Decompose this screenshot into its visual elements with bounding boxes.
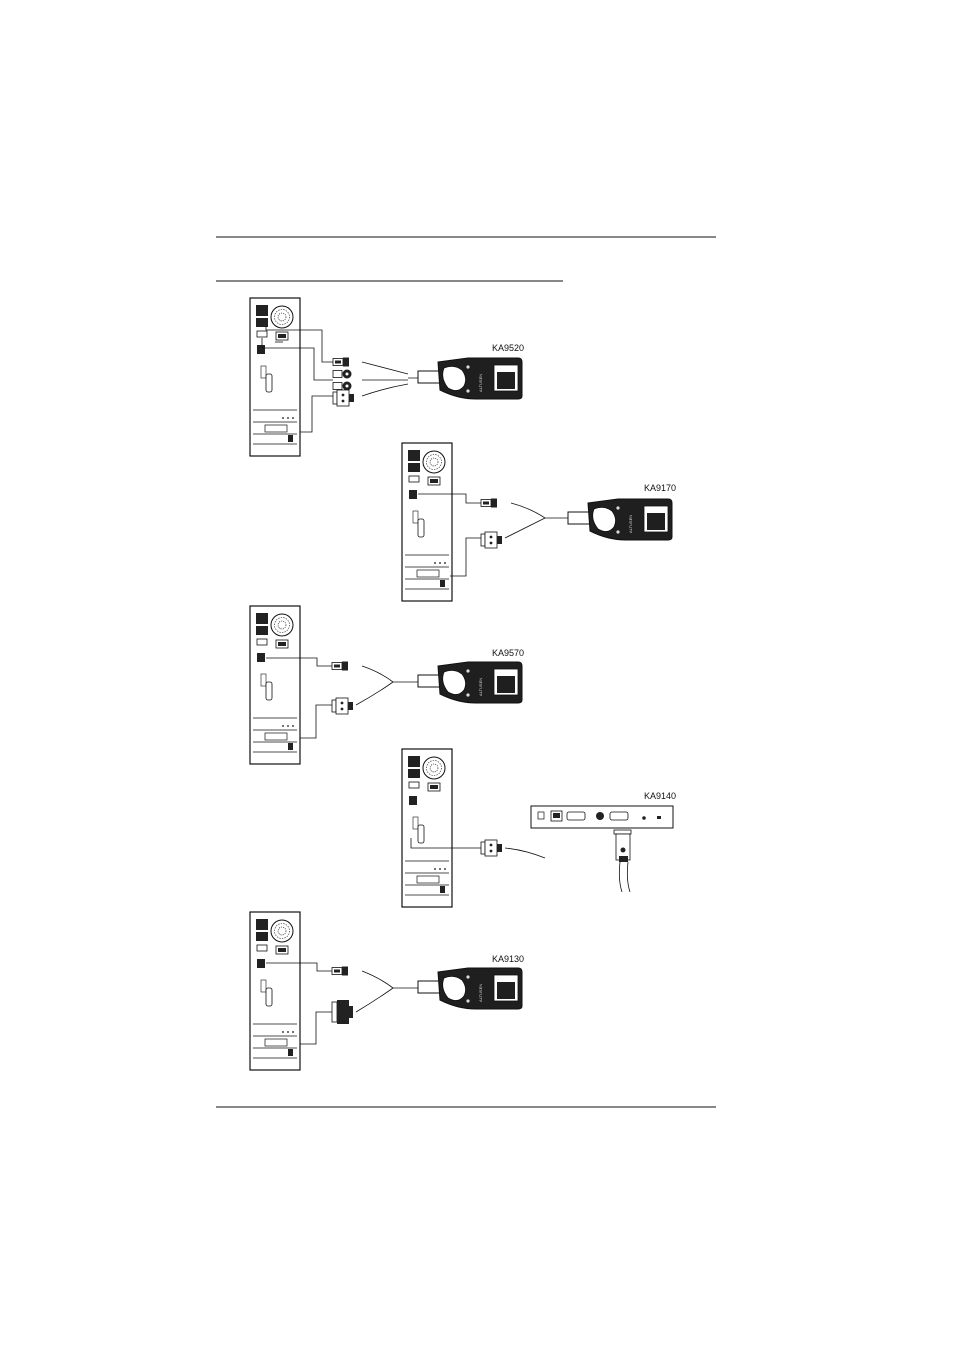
computer-tower-icon (249, 605, 301, 765)
sun-vga-plug-icon (331, 1000, 353, 1024)
connection-ka9140: KA9140 (401, 748, 676, 908)
usb-plug-icon (332, 357, 350, 367)
kvm-adapter-icon (417, 661, 523, 704)
vga-plug-icon (480, 531, 503, 549)
kvm-adapter-icon (417, 967, 523, 1010)
ka9140-panel-icon (530, 805, 674, 829)
connection-ka9170: ALTUSEN KA9170 (401, 442, 676, 602)
ps2-plug-icon (332, 381, 352, 391)
model-label-ka9520: KA9520 (492, 343, 524, 353)
model-label-ka9570: KA9570 (492, 648, 524, 658)
computer-tower-icon (249, 911, 301, 1071)
kvm-adapter-icon (567, 498, 673, 541)
computer-tower-icon (249, 297, 301, 457)
connection-ka9570: ALTUSEN KA9570 (249, 605, 524, 765)
kvm-adapter-icon (417, 357, 523, 400)
cable-wires (261, 326, 430, 433)
usb-plug-icon (331, 661, 349, 671)
cable-wires (266, 657, 418, 739)
vga-plug-icon (332, 389, 355, 407)
model-label-ka9170: KA9170 (644, 483, 676, 493)
model-label-ka9140: KA9140 (644, 791, 676, 801)
usb-plug-icon (331, 966, 349, 976)
vga-plug-icon (613, 829, 632, 862)
connection-ka9130: ALTUSEN KA9130 (249, 911, 524, 1071)
computer-tower-icon (401, 748, 453, 908)
vga-plug-icon (331, 697, 354, 715)
cable-wires (418, 493, 568, 577)
adapter-brand: ALTUSEN (628, 515, 633, 533)
computer-tower-icon (401, 442, 453, 602)
model-label-ka9130: KA9130 (492, 954, 524, 964)
usb-plug-icon (480, 498, 498, 508)
adapter-brand: ALTUSEN (478, 374, 483, 392)
adapter-brand: ALTUSEN (478, 984, 483, 1002)
connection-ka9520: ALTUSEN KA9520 (249, 297, 524, 457)
serial-plug-icon (480, 839, 503, 857)
adapter-brand: ALTUSEN (478, 678, 483, 696)
cable-wires (266, 962, 418, 1045)
cable-wires (410, 838, 631, 893)
ps2-plug-icon (332, 369, 352, 379)
